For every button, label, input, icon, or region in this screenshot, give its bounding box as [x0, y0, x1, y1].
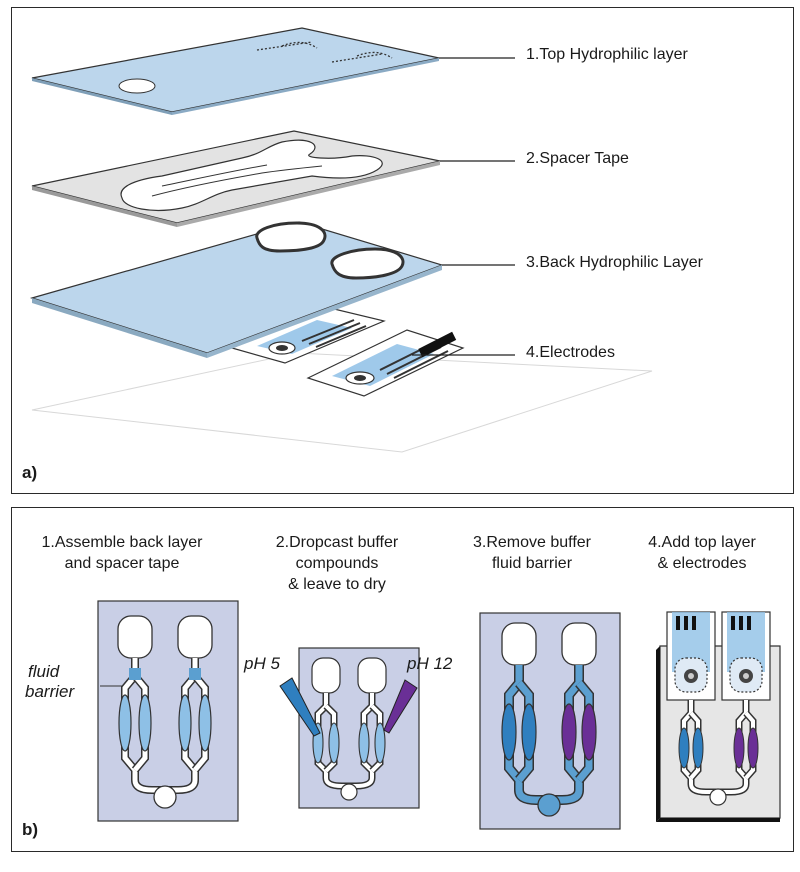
panel-a-label: a) [22, 463, 38, 482]
base-outline [31, 352, 653, 453]
fluid-barrier-label-line1: fluid [28, 662, 60, 681]
pipette-ph5 [279, 677, 321, 737]
back-hydrophilic-layer [29, 221, 444, 358]
fabrication-steps-illustration [97, 600, 781, 830]
panel-a-exploded-view: 1.Top Hydrophilic layer 2.Spacer Tape 3.… [11, 7, 794, 494]
pipette-ph12 [383, 679, 418, 734]
electrode-strip-2 [306, 329, 465, 397]
panel-b-label: b) [22, 820, 39, 839]
layer-label-back-hydrophilic: 3.Back Hydrophilic Layer [526, 254, 703, 271]
top-hydrophilic-layer [31, 27, 440, 115]
ph-5-label: pH 5 [244, 654, 280, 673]
step-4-title: 4.Add top layer& electrodes [648, 534, 756, 572]
step-4-chip [656, 611, 781, 822]
ph-12-label: pH 12 [407, 654, 453, 673]
step-3-chip [479, 612, 621, 830]
spacer-tape-layer [31, 130, 441, 227]
step-1-chip [97, 600, 239, 822]
exploded-layers-illustration [29, 27, 653, 453]
fluid-barrier-label-line2: barrier [25, 682, 75, 701]
layer-label-electrodes: 4.Electrodes [526, 344, 615, 361]
step-2-chip [279, 647, 420, 809]
layer-label-spacer-tape: 2.Spacer Tape [526, 150, 629, 167]
layer-label-top-hydrophilic: 1.Top Hydrophilic layer [526, 46, 688, 63]
